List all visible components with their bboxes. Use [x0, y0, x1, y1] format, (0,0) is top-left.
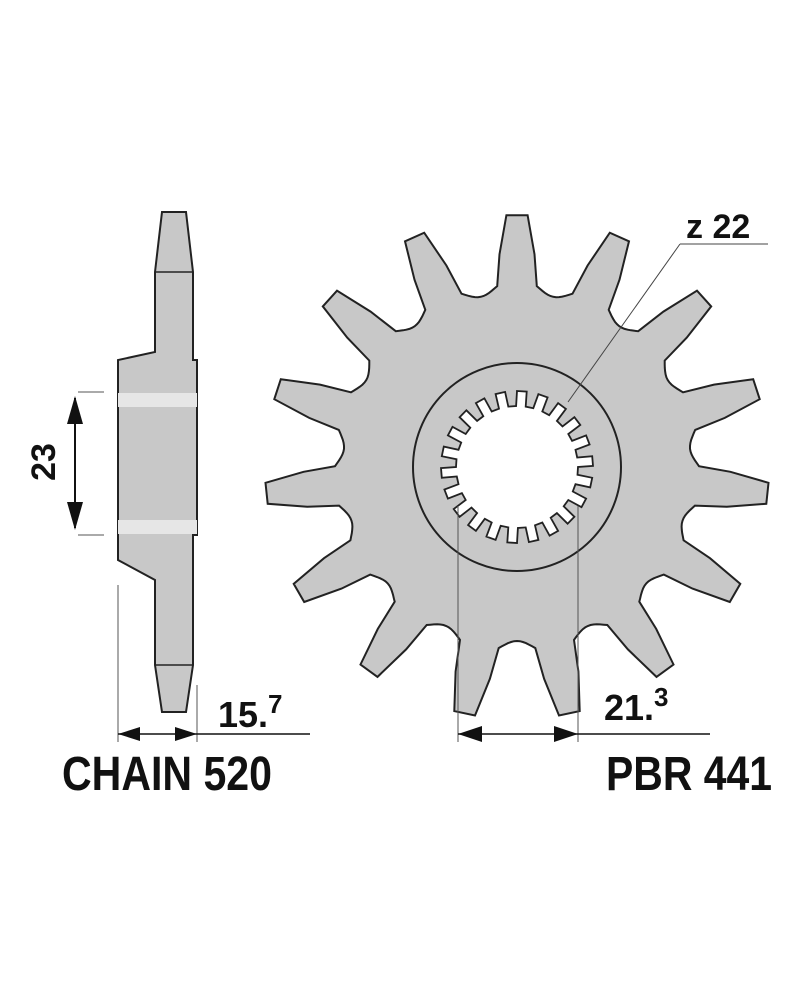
arrow-spline-left: [458, 726, 482, 742]
arrow-width-left: [118, 727, 140, 741]
front-view: z 22 21.3 PBR 441: [264, 208, 772, 801]
hub-band-bottom: [118, 520, 197, 534]
spline-bore: [440, 390, 594, 544]
part-number-caption: PBR 441: [606, 748, 772, 801]
arrow-23-top: [67, 396, 83, 424]
arrow-spline-right: [554, 726, 578, 742]
hub-ring: [412, 362, 622, 572]
arrow-23-bottom: [67, 502, 83, 530]
chain-caption: CHAIN 520: [62, 748, 272, 801]
side-profile: [117, 211, 198, 713]
teeth-count-label: z 22: [686, 208, 750, 246]
arrow-width-right: [175, 727, 197, 741]
dim-23-label: 23: [25, 443, 63, 481]
teeth-leader-line: [567, 243, 681, 403]
dim-width-label: 15.7: [218, 689, 283, 735]
hub-band-top: [118, 393, 197, 407]
dim-spline-label: 21.3: [604, 682, 669, 728]
side-view: 23 15.7 CHAIN 520: [25, 211, 310, 801]
